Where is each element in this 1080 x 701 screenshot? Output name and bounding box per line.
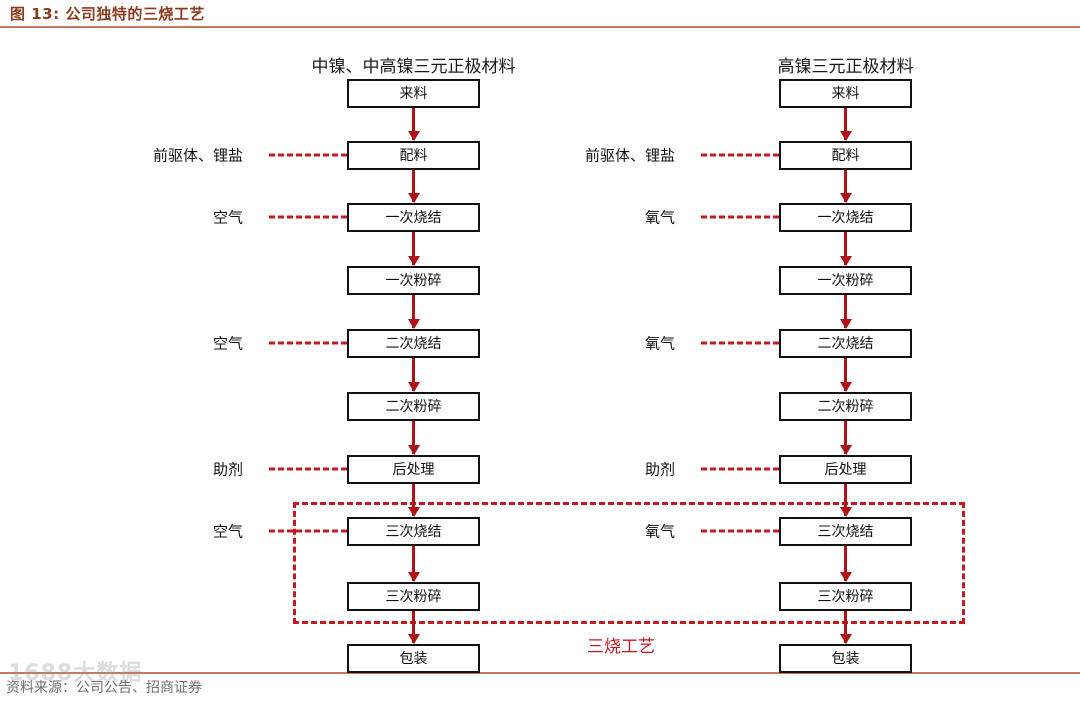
process-box-high-nickel-3[interactable]: 一次粉碎 (779, 265, 912, 295)
flow-arrow (407, 610, 420, 644)
process-box-mid-nickel-9[interactable]: 包装 (347, 643, 480, 673)
flow-arrow (839, 231, 852, 266)
input-label-high-nickel-6: 助剂 (644, 460, 675, 479)
column-header-mid-nickel: 中镍、中高镍三元正极材料 (311, 57, 516, 77)
process-box-mid-nickel-0[interactable]: 来料 (347, 78, 480, 108)
page-title: 图 13: 公司独特的三烧工艺 (10, 5, 205, 23)
flow-arrow (839, 357, 852, 392)
feed-line (701, 341, 779, 345)
flow-arrow (839, 610, 852, 644)
figure-header: 图 13: 公司独特的三烧工艺 (0, 0, 1080, 30)
flow-arrow (407, 420, 420, 455)
flow-arrow (839, 169, 852, 203)
process-box-high-nickel-4[interactable]: 二次烧结 (779, 328, 912, 358)
flow-arrow (407, 231, 420, 266)
flow-arrow (407, 107, 420, 141)
process-box-high-nickel-0[interactable]: 来料 (779, 78, 912, 108)
process-box-high-nickel-6[interactable]: 后处理 (779, 454, 912, 484)
source-note: 资料来源：公司公告、招商证券 (6, 680, 202, 696)
process-box-mid-nickel-8[interactable]: 三次粉碎 (347, 581, 480, 611)
process-box-mid-nickel-6[interactable]: 后处理 (347, 454, 480, 484)
input-label-mid-nickel-2: 空气 (212, 208, 243, 227)
process-box-high-nickel-7[interactable]: 三次烧结 (779, 516, 912, 546)
column-header-high-nickel: 高镍三元正极材料 (777, 57, 914, 77)
feed-line (701, 153, 779, 157)
flow-arrow (839, 483, 852, 517)
input-label-high-nickel-2: 氧气 (644, 208, 675, 227)
input-label-mid-nickel-7: 空气 (212, 522, 243, 541)
feed-line (269, 341, 347, 345)
process-box-high-nickel-9[interactable]: 包装 (779, 643, 912, 673)
footer-divider (0, 672, 1080, 674)
flow-arrow (407, 483, 420, 517)
flow-arrow (407, 294, 420, 329)
input-label-high-nickel-4: 氧气 (644, 334, 675, 353)
flow-arrow (839, 545, 852, 582)
feed-line (269, 153, 347, 157)
input-label-mid-nickel-4: 空气 (212, 334, 243, 353)
process-flow-diagram: 中镍、中高镍三元正极材料来料前驱体、锂盐配料空气一次烧结一次粉碎空气二次烧结二次… (0, 30, 1080, 673)
flow-arrow (839, 294, 852, 329)
process-box-mid-nickel-4[interactable]: 二次烧结 (347, 328, 480, 358)
process-box-high-nickel-2[interactable]: 一次烧结 (779, 202, 912, 232)
flow-arrow (839, 420, 852, 455)
three-sinter-highlight (293, 502, 965, 624)
process-box-high-nickel-1[interactable]: 配料 (779, 140, 912, 170)
process-box-mid-nickel-2[interactable]: 一次烧结 (347, 202, 480, 232)
input-label-high-nickel-1: 前驱体、锂盐 (584, 146, 675, 165)
input-label-mid-nickel-6: 助剂 (212, 460, 243, 479)
title-divider (0, 26, 1080, 28)
feed-line (701, 529, 779, 533)
feed-line (269, 215, 347, 219)
three-sinter-label: 三烧工艺 (587, 637, 655, 657)
input-label-mid-nickel-1: 前驱体、锂盐 (152, 146, 243, 165)
feed-line (269, 529, 347, 533)
process-box-mid-nickel-5[interactable]: 二次粉碎 (347, 391, 480, 421)
flow-arrow (407, 545, 420, 582)
input-label-high-nickel-7: 氧气 (644, 522, 675, 541)
feed-line (701, 467, 779, 471)
feed-line (269, 467, 347, 471)
process-box-mid-nickel-7[interactable]: 三次烧结 (347, 516, 480, 546)
process-box-high-nickel-8[interactable]: 三次粉碎 (779, 581, 912, 611)
flow-arrow (407, 169, 420, 203)
flow-arrow (839, 107, 852, 141)
flow-arrow (407, 357, 420, 392)
process-box-high-nickel-5[interactable]: 二次粉碎 (779, 391, 912, 421)
process-box-mid-nickel-1[interactable]: 配料 (347, 140, 480, 170)
process-box-mid-nickel-3[interactable]: 一次粉碎 (347, 265, 480, 295)
feed-line (701, 215, 779, 219)
